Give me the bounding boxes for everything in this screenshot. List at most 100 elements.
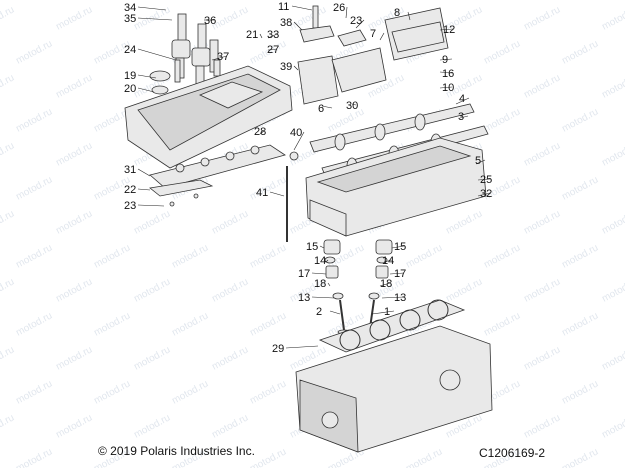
watermark-text: motod.ru	[444, 208, 484, 236]
callout-label: 37	[217, 51, 229, 63]
watermark-text: motod.ru	[54, 140, 94, 168]
watermark-text: motod.ru	[14, 242, 54, 270]
watermark-text: motod.ru	[0, 344, 16, 372]
leader-line	[351, 103, 357, 106]
leader-line	[321, 105, 333, 109]
callout-label: 33	[267, 29, 279, 41]
callout-label: 29	[272, 343, 284, 355]
leader-line	[439, 86, 453, 89]
cylinder-head	[305, 137, 487, 237]
callout-label: 1	[384, 306, 390, 318]
valve-cover-gasket	[149, 144, 286, 189]
callout-label: 14	[382, 255, 394, 267]
watermark-text: motod.ru	[248, 310, 288, 338]
leader-line	[355, 19, 365, 29]
leader-line	[477, 192, 491, 197]
leader-line	[293, 131, 305, 151]
leader-line	[389, 272, 405, 275]
leader-line	[379, 32, 385, 41]
watermark-text: motod.ru	[170, 378, 210, 406]
watermark-text: motod.ru	[560, 38, 600, 66]
callout-label: 18	[380, 278, 392, 290]
watermark-text: motod.ru	[522, 208, 562, 236]
leader-line	[439, 71, 453, 74]
leader-line	[391, 245, 405, 249]
leader-line	[345, 6, 348, 19]
watermark-text: motod.ru	[248, 242, 288, 270]
watermark-text: motod.ru	[54, 4, 94, 32]
valve-cover	[124, 65, 293, 169]
leader-line	[371, 310, 395, 315]
watermark-text: motod.ru	[210, 344, 250, 372]
watermark-text: motod.ru	[560, 106, 600, 134]
watermark-text: motod.ru	[170, 242, 210, 270]
callout-label: 20	[124, 83, 136, 95]
watermark-text: motod.ru	[404, 242, 444, 270]
leader-line	[137, 87, 155, 93]
leader-line	[285, 345, 319, 349]
leader-line	[137, 204, 165, 207]
leader-line	[137, 17, 173, 21]
callout-label: 11	[278, 1, 289, 13]
watermark-text: motod.ru	[0, 412, 16, 440]
leader-line	[439, 28, 454, 31]
watermark-text: motod.ru	[560, 310, 600, 338]
watermark-text: motod.ru	[14, 38, 54, 66]
watermark-text: motod.ru	[600, 4, 625, 32]
watermark-text: motod.ru	[522, 412, 562, 440]
watermark-text: motod.ru	[14, 310, 54, 338]
callout-label: 15	[306, 241, 318, 253]
leader-line	[211, 55, 228, 61]
watermark-text: motod.ru	[54, 72, 94, 100]
leader-line	[459, 115, 469, 119]
watermark-text: motod.ru	[560, 174, 600, 202]
watermark-text: motod.ru	[54, 412, 94, 440]
callout-label: 22	[124, 184, 136, 196]
watermark-text: motod.ru	[522, 72, 562, 100]
callout-label: 18	[314, 278, 326, 290]
callout-label: 13	[394, 292, 406, 304]
watermark-text: motod.ru	[248, 174, 288, 202]
watermark-text: motod.ru	[54, 276, 94, 304]
oil-fill-cap	[149, 70, 171, 95]
watermark-text: motod.ru	[54, 208, 94, 236]
watermark-text: motod.ru	[522, 344, 562, 372]
watermark-text: motod.ru	[210, 208, 250, 236]
head-gasket	[318, 299, 466, 353]
watermark-text: motod.ru	[132, 276, 172, 304]
engine-block	[295, 325, 493, 453]
callout-label: 2	[316, 306, 322, 318]
callout-label: 23	[124, 200, 136, 212]
leader-line	[293, 21, 303, 31]
callout-label: 7	[370, 28, 376, 40]
callout-label: 27	[267, 44, 279, 56]
callout-label: 9	[442, 54, 448, 66]
timing-brackets	[297, 5, 449, 105]
callout-label: 23	[350, 15, 362, 27]
callout-label: 21	[246, 29, 258, 41]
leader-line	[455, 97, 470, 105]
watermark-text: motod.ru	[0, 140, 16, 168]
watermark-text: motod.ru	[210, 276, 250, 304]
leader-line	[267, 33, 278, 39]
watermark-text: motod.ru	[0, 276, 16, 304]
leader-line	[407, 11, 411, 21]
watermark-text: motod.ru	[0, 72, 16, 100]
leader-line	[137, 6, 167, 11]
watermark-text: motod.ru	[132, 208, 172, 236]
callout-label: 32	[480, 188, 492, 200]
leader-line	[291, 5, 313, 11]
callout-label: 17	[394, 268, 406, 280]
watermark-text: motod.ru	[482, 38, 522, 66]
watermark-text: motod.ru	[54, 344, 94, 372]
watermark-text: motod.ru	[482, 310, 522, 338]
callout-label: 19	[124, 70, 136, 82]
watermark-text: motod.ru	[600, 276, 625, 304]
watermark-text: motod.ru	[404, 446, 444, 468]
leader-line	[319, 245, 325, 249]
leader-line	[137, 48, 177, 61]
watermark-text: motod.ru	[248, 378, 288, 406]
leader-line	[383, 259, 393, 263]
spacer-plate	[149, 179, 214, 207]
